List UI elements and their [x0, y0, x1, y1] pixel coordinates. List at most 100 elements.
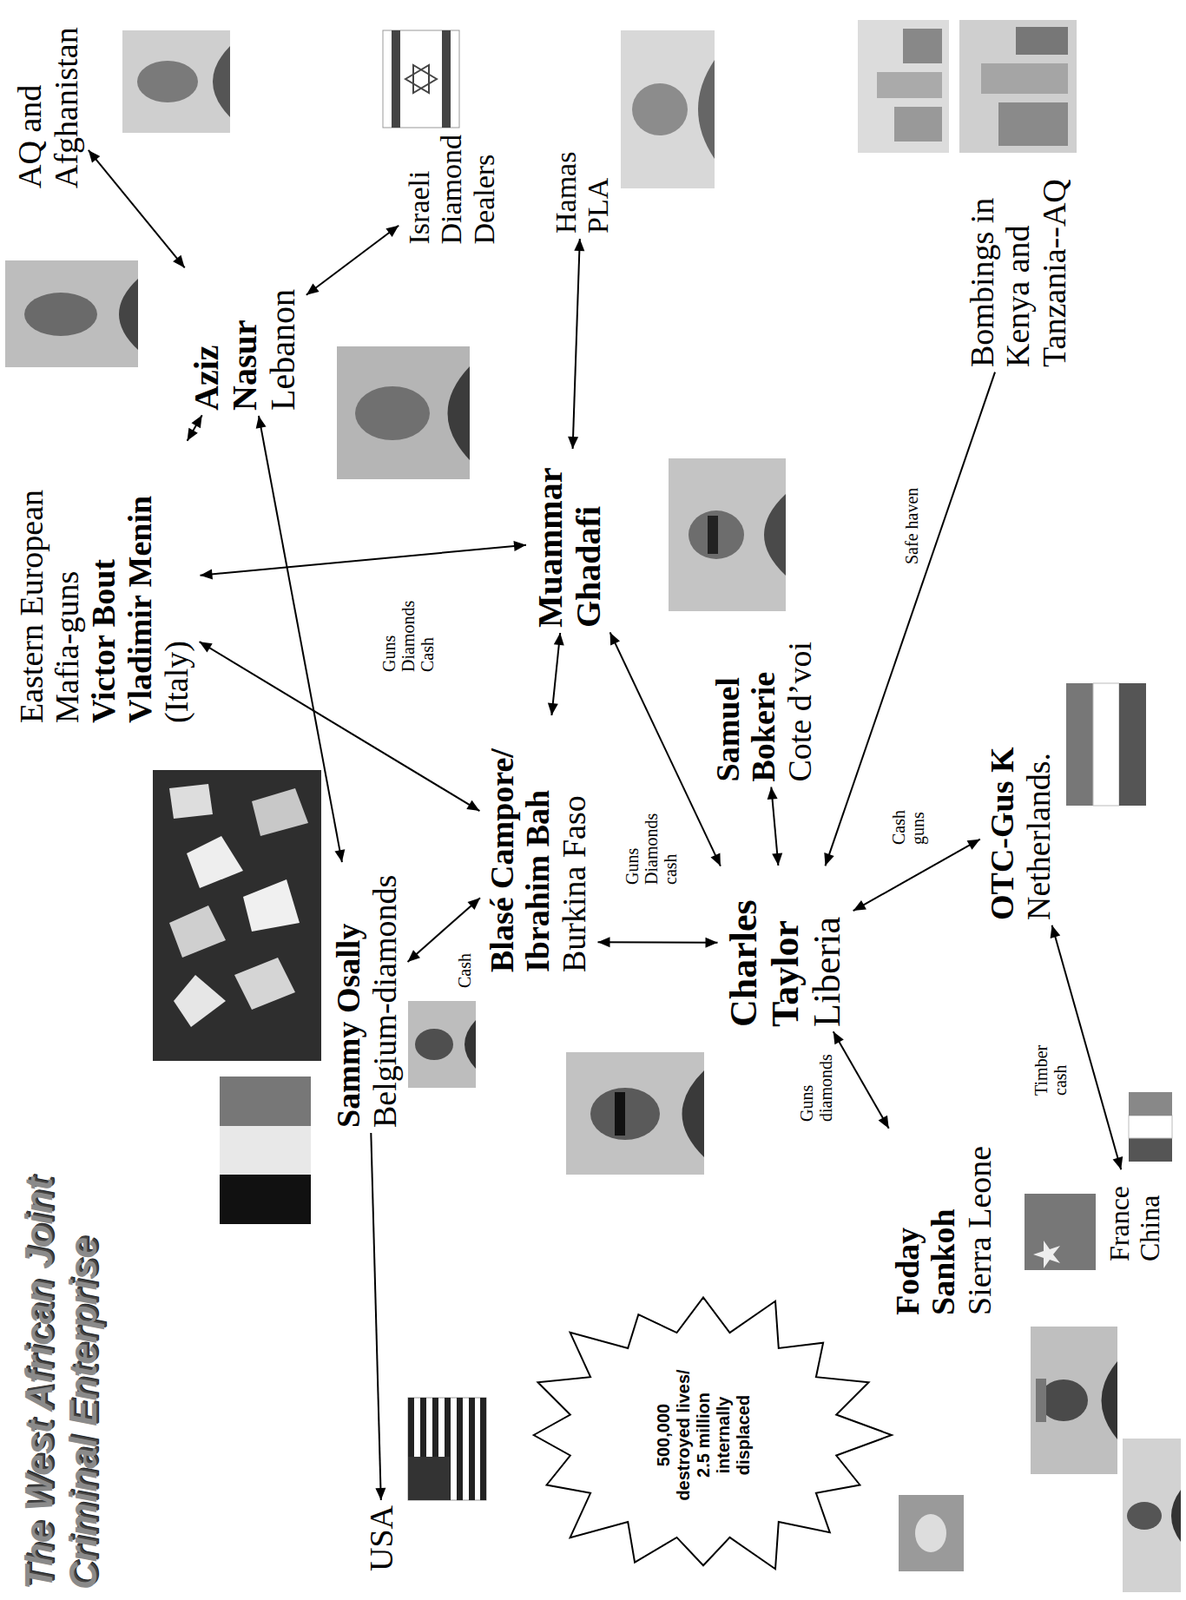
connector-line [573, 238, 580, 449]
actor-label: OTC-Gus KNetherlands. [984, 711, 1058, 921]
node-text: Belgium-diamonds [367, 867, 404, 1128]
node-text: Victor Bout Vladimir Menin [85, 445, 159, 724]
arrow-head [771, 853, 783, 867]
connector-line [833, 1031, 890, 1129]
arrow-head [467, 897, 481, 910]
connector [370, 1133, 386, 1501]
flow-note: Guns Diamonds Cash [379, 599, 437, 674]
connector [199, 641, 481, 811]
actor-label: Israeli Diamond Dealers [402, 127, 501, 245]
connector [88, 150, 185, 269]
connector [823, 372, 995, 867]
connector [567, 238, 585, 449]
node-text: Lebanon [263, 271, 303, 411]
arrow-head [1050, 925, 1061, 939]
arrow-head [598, 936, 611, 948]
arrow-head [335, 849, 346, 863]
photo-portrait [1122, 1438, 1181, 1593]
photo-bombing [959, 19, 1077, 153]
actor-label: AQ and Afghanistan [12, 14, 86, 189]
photo-soldier [668, 458, 786, 612]
arrow-head [1113, 1156, 1124, 1170]
connector-line [598, 941, 719, 944]
arrow-head [187, 428, 198, 442]
node-text: Netherlands. [1021, 711, 1058, 921]
starburst-body: 500,000 destroyed lives/ 2.5 million int… [512, 1287, 895, 1583]
connector-line [258, 415, 343, 863]
node-text: Israeli Diamond Dealers [402, 127, 501, 245]
arrow-head [967, 839, 981, 850]
connector-line [825, 372, 996, 867]
photo-bust [620, 30, 715, 189]
node-text: Muammar Ghadafi [531, 454, 608, 628]
connector-line [187, 415, 203, 442]
actor-label: Eastern European Mafia-gunsVictor Bout V… [13, 445, 196, 724]
arrow-head [853, 900, 867, 911]
photo-portrait [566, 1052, 705, 1175]
node-text: Sammy Osally [330, 867, 368, 1128]
arrow-head [306, 283, 320, 296]
actor-label: Muammar Ghadafi [531, 454, 608, 628]
connector-line [199, 641, 481, 811]
node-text: France China [1104, 1174, 1166, 1262]
arrow-head [199, 641, 213, 653]
node-text: Charles Taylor [723, 870, 808, 1028]
arrow-head [567, 436, 579, 449]
arrow-head [375, 1488, 386, 1501]
connector [767, 787, 784, 867]
arrow-head [878, 1115, 890, 1129]
starburst-callout: 500,000 destroyed lives/ 2.5 million int… [512, 1287, 895, 1583]
connector [306, 225, 399, 296]
starburst-text-block: 500,000 destroyed lives/ 2.5 million int… [653, 1361, 754, 1509]
arrow-head [823, 852, 834, 866]
actor-label: France China [1104, 1174, 1166, 1262]
arrow-head [466, 800, 480, 811]
connector-line [853, 839, 981, 911]
node-text: USA [363, 1505, 401, 1572]
actor-label: Bombings in Kenya and Tanzania--AQ [964, 158, 1074, 368]
node-text: Burkina Faso [556, 720, 593, 973]
photo-portrait [5, 260, 139, 368]
connector-line [306, 225, 399, 296]
connector [187, 415, 203, 442]
node-text: Cote d’voi [782, 630, 819, 783]
node-text: Foday Sankoh [889, 1133, 963, 1316]
arrow-head [705, 937, 719, 949]
arrow-head [408, 949, 422, 962]
photo-portrait [408, 1001, 476, 1088]
connector [853, 839, 981, 911]
connector [256, 415, 346, 863]
arrow-head [200, 568, 214, 580]
connector [547, 632, 565, 716]
node-text: Sierra Leone [961, 1133, 999, 1316]
edge-label: Safe haven [902, 486, 922, 567]
node-text: (Italy) [158, 445, 196, 724]
photo-bombing [857, 19, 949, 153]
photo-diamonds [152, 770, 322, 1061]
node-text: Liberia [806, 870, 849, 1028]
belgian-flag [219, 1076, 311, 1225]
arrow-head [767, 787, 778, 801]
arrow-head [385, 225, 399, 238]
node-text: Blasé Campore/ Ibrahim Bah [484, 720, 558, 973]
actor-label: Blasé Campore/ Ibrahim BahBurkina Faso [484, 720, 593, 973]
arrow-head [573, 238, 585, 251]
us-flag [408, 1397, 487, 1501]
node-text: Aziz Nasur [187, 271, 264, 411]
actor-label: Aziz NasurLebanon [187, 271, 303, 411]
connector [833, 1031, 890, 1129]
starburst-outline [533, 1297, 892, 1569]
netherlands-flag [1066, 683, 1147, 806]
actor-label: Foday SankohSierra Leone [889, 1133, 999, 1316]
arrow-head [610, 632, 620, 646]
diagram-title: The West African Joint Criminal Enterpri… [17, 1103, 106, 1590]
arrow-head [711, 852, 721, 866]
israeli-flag [382, 30, 460, 128]
node-text: AQ and Afghanistan [12, 14, 86, 189]
actor-label: Hamas PLA [549, 129, 615, 234]
connector-line [88, 150, 185, 269]
photo-portrait [1030, 1326, 1118, 1475]
photo-portrait [336, 346, 470, 480]
node-text: Hamas PLA [549, 129, 615, 234]
